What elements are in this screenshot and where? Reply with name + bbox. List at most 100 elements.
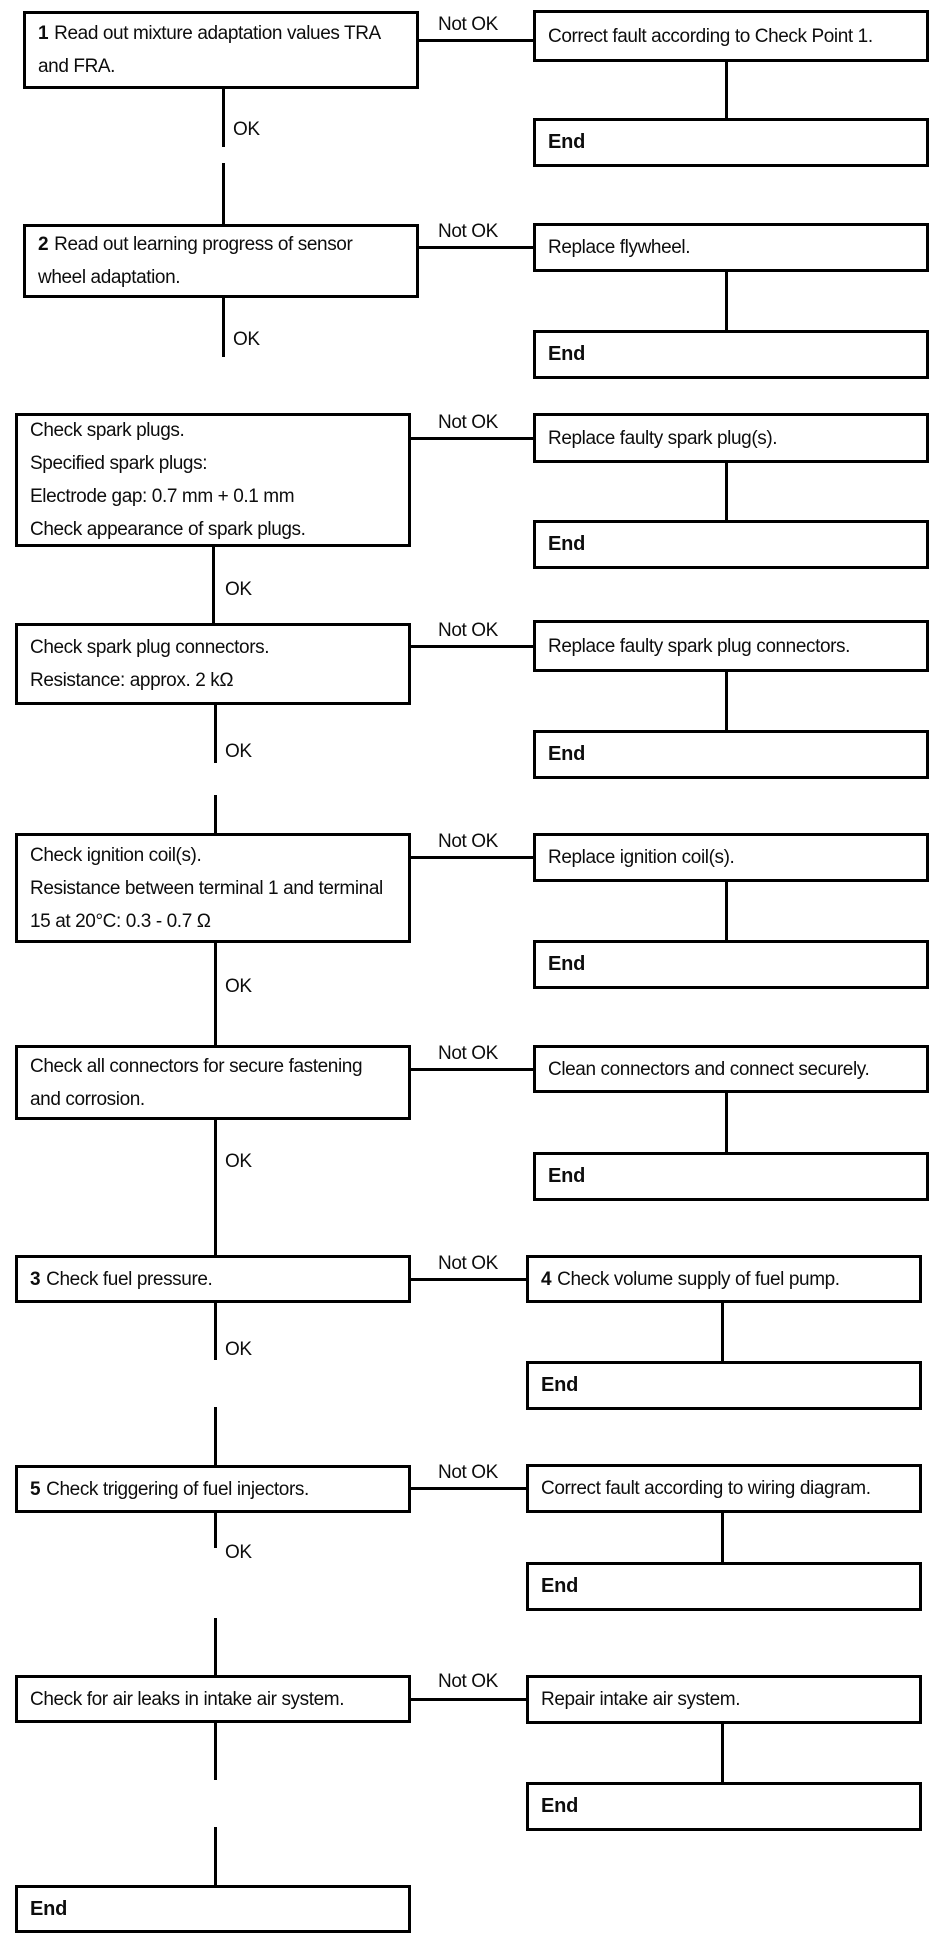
action-text: Replace ignition coil(s). <box>548 847 735 868</box>
not-ok-label: Not OK <box>438 620 498 641</box>
step-number: 2 <box>38 234 49 255</box>
action-end-connector-line <box>725 1093 728 1152</box>
ok-connector-line <box>214 1303 217 1360</box>
end-box-5: End <box>533 940 929 989</box>
not-ok-label: Not OK <box>438 14 498 35</box>
end-label: End <box>548 533 586 555</box>
step-text: Electrode gap: 0.7 mm + 0.1 mm <box>30 486 295 507</box>
action-text: Check volume supply of fuel pump. <box>557 1268 840 1290</box>
action-box-1: Correct fault according to Check Point 1… <box>533 10 929 62</box>
step-text: and corrosion. <box>30 1088 145 1110</box>
ok-connector-line <box>214 795 217 833</box>
step-number: 5 <box>30 1478 41 1500</box>
end-box-2: End <box>533 330 929 379</box>
final-connector-line <box>214 1827 217 1885</box>
ok-connector-line <box>214 943 217 1045</box>
ok-label: OK <box>225 976 252 997</box>
action-box-6: Clean connectors and connect securely. <box>533 1045 929 1093</box>
action-end-connector-line <box>725 672 728 730</box>
ok-label: OK <box>225 1542 252 1563</box>
action-text: Clean connectors and connect securely. <box>548 1058 870 1080</box>
not-ok-connector-line <box>411 1068 533 1071</box>
end-box-4: End <box>533 730 929 779</box>
step-box-6: Check all connectors for secure fastenin… <box>15 1045 411 1120</box>
end-label: End <box>548 743 586 765</box>
end-box-7: End <box>526 1361 922 1410</box>
step-number: 3 <box>30 1268 41 1290</box>
step-text: Read out mixture adaptation values TRA <box>54 23 381 44</box>
ok-connector-line <box>214 1120 217 1255</box>
not-ok-label: Not OK <box>438 1671 498 1692</box>
not-ok-label: Not OK <box>438 1253 498 1274</box>
end-label: End <box>30 1897 68 1920</box>
ok-connector-line <box>214 1618 217 1675</box>
not-ok-connector-line <box>411 1278 526 1281</box>
action-box-2: Replace flywheel. <box>533 223 929 272</box>
end-label: End <box>541 1795 579 1817</box>
step-text: 15 at 20°C: 0.3 - 0.7 Ω <box>30 910 211 932</box>
not-ok-connector-line <box>411 1698 526 1701</box>
ok-connector-line <box>222 89 225 147</box>
action-box-8: Correct fault according to wiring diagra… <box>526 1464 922 1513</box>
step-text: Check appearance of spark plugs. <box>30 519 306 540</box>
end-label: End <box>541 1575 579 1597</box>
ok-label: OK <box>233 329 260 350</box>
end-label: End <box>541 1374 579 1396</box>
step-text: Check all connectors for secure fastenin… <box>30 1055 363 1077</box>
step-text: Resistance between terminal 1 and termin… <box>30 877 383 899</box>
ok-connector-line <box>222 298 225 357</box>
action-text: Replace faulty spark plug(s). <box>548 427 778 449</box>
action-end-connector-line <box>721 1724 724 1782</box>
end-box-1: End <box>533 118 929 167</box>
ok-label: OK <box>233 119 260 140</box>
action-box-9: Repair intake air system. <box>526 1675 922 1724</box>
final-connector-line <box>214 1723 217 1780</box>
not-ok-connector-line <box>419 246 533 249</box>
end-box-9: End <box>526 1782 922 1831</box>
step-text: Resistance: approx. 2 kΩ <box>30 670 234 691</box>
ok-connector-line <box>214 705 217 763</box>
end-label: End <box>548 343 586 365</box>
action-end-connector-line <box>721 1303 724 1361</box>
action-end-connector-line <box>725 882 728 940</box>
step-text: Check ignition coil(s). <box>30 844 202 866</box>
action-text: Repair intake air system. <box>541 1689 741 1710</box>
step-box-5: Check ignition coil(s). Resistance betwe… <box>15 833 411 943</box>
action-text: Correct fault according to Check Point 1… <box>548 25 873 47</box>
action-end-connector-line <box>721 1513 724 1562</box>
not-ok-label: Not OK <box>438 221 498 242</box>
not-ok-connector-line <box>411 645 533 648</box>
ok-label: OK <box>225 741 252 762</box>
not-ok-label: Not OK <box>438 831 498 852</box>
step-text: Check spark plug connectors. <box>30 637 270 658</box>
ok-label: OK <box>225 1151 252 1172</box>
ok-connector-line <box>214 1407 217 1465</box>
step-text: Check spark plugs. <box>30 420 185 441</box>
action-end-connector-line <box>725 272 728 330</box>
ok-label: OK <box>225 579 252 600</box>
end-label: End <box>548 1165 586 1187</box>
step-text: and FRA. <box>38 56 116 77</box>
not-ok-label: Not OK <box>438 412 498 433</box>
ok-connector-line <box>212 547 215 623</box>
action-end-connector-line <box>725 463 728 520</box>
action-text: Replace faulty spark plug connectors. <box>548 635 851 657</box>
step-number: 1 <box>38 23 49 44</box>
ok-connector-line <box>214 1513 217 1548</box>
ok-connector-line <box>222 163 225 224</box>
action-text: Correct fault according to wiring diagra… <box>541 1478 871 1499</box>
action-box-5: Replace ignition coil(s). <box>533 833 929 882</box>
step-text: Check fuel pressure. <box>46 1268 213 1290</box>
step-text: wheel adaptation. <box>38 267 181 288</box>
end-label: End <box>548 131 586 153</box>
end-box-final: End <box>15 1885 411 1933</box>
not-ok-connector-line <box>411 437 533 440</box>
end-box-3: End <box>533 520 929 569</box>
step-text: Check for air leaks in intake air system… <box>30 1688 345 1710</box>
not-ok-connector-line <box>419 39 533 42</box>
